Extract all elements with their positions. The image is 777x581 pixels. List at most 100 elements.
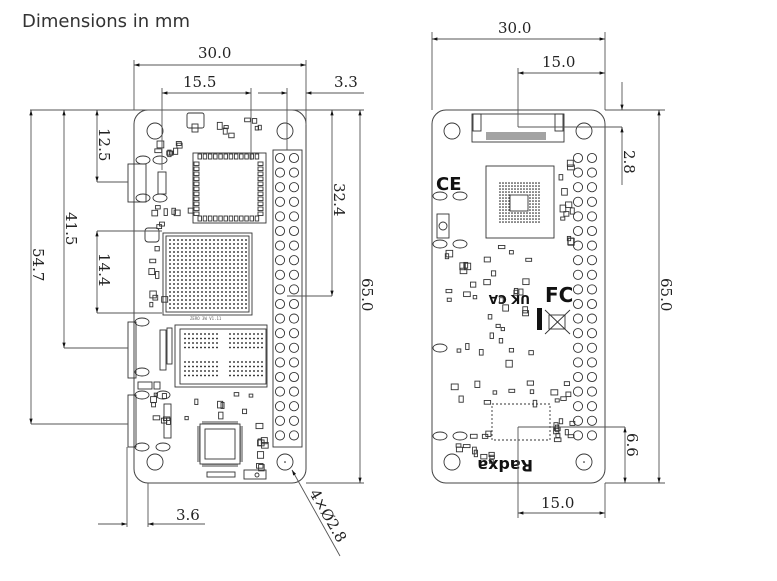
gpio-pin bbox=[586, 401, 598, 412]
usb-connector-middle bbox=[127, 317, 173, 379]
gpio-pin bbox=[586, 298, 598, 310]
gpio-pin bbox=[572, 225, 584, 237]
gpio-pin bbox=[572, 386, 584, 397]
gpio-pin bbox=[586, 167, 598, 178]
gpio-pin bbox=[572, 313, 584, 324]
gpio-pin bbox=[572, 211, 584, 222]
dim-bottom-center: 15.0 bbox=[541, 494, 574, 512]
antenna-connector bbox=[186, 112, 205, 129]
gpio-pin bbox=[572, 415, 584, 426]
gpio-pin bbox=[288, 225, 300, 237]
gpio-pin bbox=[586, 182, 598, 193]
gpio-pin bbox=[274, 167, 286, 178]
dim-header-length: 32.4 bbox=[330, 183, 348, 216]
gpio-pin bbox=[288, 167, 300, 178]
gpio-pin bbox=[586, 284, 598, 295]
bga-chip bbox=[485, 165, 555, 239]
gpio-pin bbox=[288, 269, 300, 280]
dim-board-width: 30.0 bbox=[198, 44, 231, 62]
gpio-pin bbox=[274, 430, 286, 441]
dim-usb3-offset: 54.7 bbox=[29, 248, 47, 281]
gpio-pin bbox=[572, 284, 584, 295]
mounting-hole-icon bbox=[575, 453, 593, 471]
gpio-pin bbox=[288, 240, 300, 251]
gpio-pin bbox=[288, 430, 300, 441]
gpio-pin bbox=[586, 371, 598, 383]
gpio-pin bbox=[586, 386, 598, 397]
dim-mounting-holes: 4×Ø2.8 bbox=[306, 486, 351, 545]
gpio-pin bbox=[274, 298, 286, 310]
dim-soc-height: 14.4 bbox=[95, 253, 113, 286]
gpio-pin bbox=[572, 298, 584, 310]
dim-usb2-offset: 41.5 bbox=[62, 212, 80, 245]
gpio-pin bbox=[586, 152, 598, 164]
gpio-pin bbox=[572, 357, 584, 368]
gpio-pin bbox=[572, 430, 584, 441]
gpio-pin bbox=[288, 357, 300, 368]
back-view: CE UK CA FC Radxa 30.0 15.0 bbox=[431, 19, 675, 518]
gpio-pin bbox=[288, 415, 300, 426]
gpio-pin bbox=[572, 182, 584, 193]
gpio-pin bbox=[274, 342, 286, 353]
front-board-outline bbox=[133, 109, 307, 484]
front-view: ZERO 3W V1.11 30.0 bbox=[29, 44, 376, 557]
soc-chip: ZERO 3W V1.11 bbox=[162, 232, 253, 321]
gpio-pin bbox=[586, 415, 598, 426]
dim-hole-inset: 3.6 bbox=[176, 506, 200, 524]
dim-board-height: 65.0 bbox=[358, 278, 376, 311]
gpio-pin bbox=[288, 401, 300, 412]
ukca-mark: UK CA bbox=[488, 292, 530, 306]
gpio-pin bbox=[572, 196, 584, 207]
dim-leader-holes bbox=[291, 469, 341, 557]
gpio-pin bbox=[288, 284, 300, 295]
ce-mark: CE bbox=[436, 174, 462, 195]
gpio-pin bbox=[586, 313, 598, 324]
gpio-pin bbox=[274, 182, 286, 193]
debug-pads bbox=[206, 471, 236, 478]
gpio-pin bbox=[572, 342, 584, 353]
gpio-pin bbox=[572, 255, 584, 266]
soc-silkscreen-label: ZERO 3W V1.11 bbox=[190, 316, 222, 321]
gpio-pin bbox=[288, 371, 300, 383]
dim-connector-offset: 15.5 bbox=[183, 73, 216, 91]
gpio-pin bbox=[274, 313, 286, 324]
gpio-pin bbox=[572, 167, 584, 178]
dim-back-board-width: 30.0 bbox=[498, 19, 531, 37]
gpio-pin bbox=[586, 342, 598, 353]
gpio-pin bbox=[274, 225, 286, 237]
gpio-pin bbox=[288, 328, 300, 339]
back-board-outline bbox=[431, 109, 606, 484]
gpio-pin bbox=[572, 152, 584, 164]
gpio-pin bbox=[274, 328, 286, 339]
gpio-pin bbox=[288, 196, 300, 207]
gpio-header bbox=[272, 149, 303, 448]
gpio-pin bbox=[586, 255, 598, 266]
usb-connector-bottom bbox=[127, 381, 172, 452]
gpio-pin bbox=[274, 255, 286, 266]
gpio-pin bbox=[572, 328, 584, 339]
mounting-hole-icon bbox=[276, 122, 294, 140]
gpio-pin bbox=[274, 284, 286, 295]
gpio-pin bbox=[586, 240, 598, 251]
gpio-pin bbox=[288, 152, 300, 164]
gpio-pin bbox=[288, 182, 300, 193]
page-title: Dimensions in mm bbox=[22, 11, 190, 32]
gpio-pin bbox=[274, 415, 286, 426]
dim-fpc-center: 15.0 bbox=[542, 53, 575, 71]
dim-header-edge-offset: 3.3 bbox=[334, 73, 358, 91]
gpio-pin bbox=[274, 386, 286, 397]
gpio-pin bbox=[586, 357, 598, 368]
gpio-pin bbox=[274, 401, 286, 412]
bottom-module-outline bbox=[491, 403, 551, 441]
gpio-pin bbox=[288, 255, 300, 266]
mounting-hole-icon bbox=[443, 453, 461, 471]
gpio-pin bbox=[288, 342, 300, 353]
mounting-hole-icon bbox=[146, 453, 164, 471]
gpio-pin bbox=[288, 298, 300, 310]
gpio-pin bbox=[586, 430, 598, 441]
mounting-hole-icon bbox=[146, 122, 164, 140]
gpio-pin bbox=[274, 240, 286, 251]
mounting-hole-icon bbox=[575, 122, 593, 140]
wifi-module bbox=[192, 152, 267, 224]
